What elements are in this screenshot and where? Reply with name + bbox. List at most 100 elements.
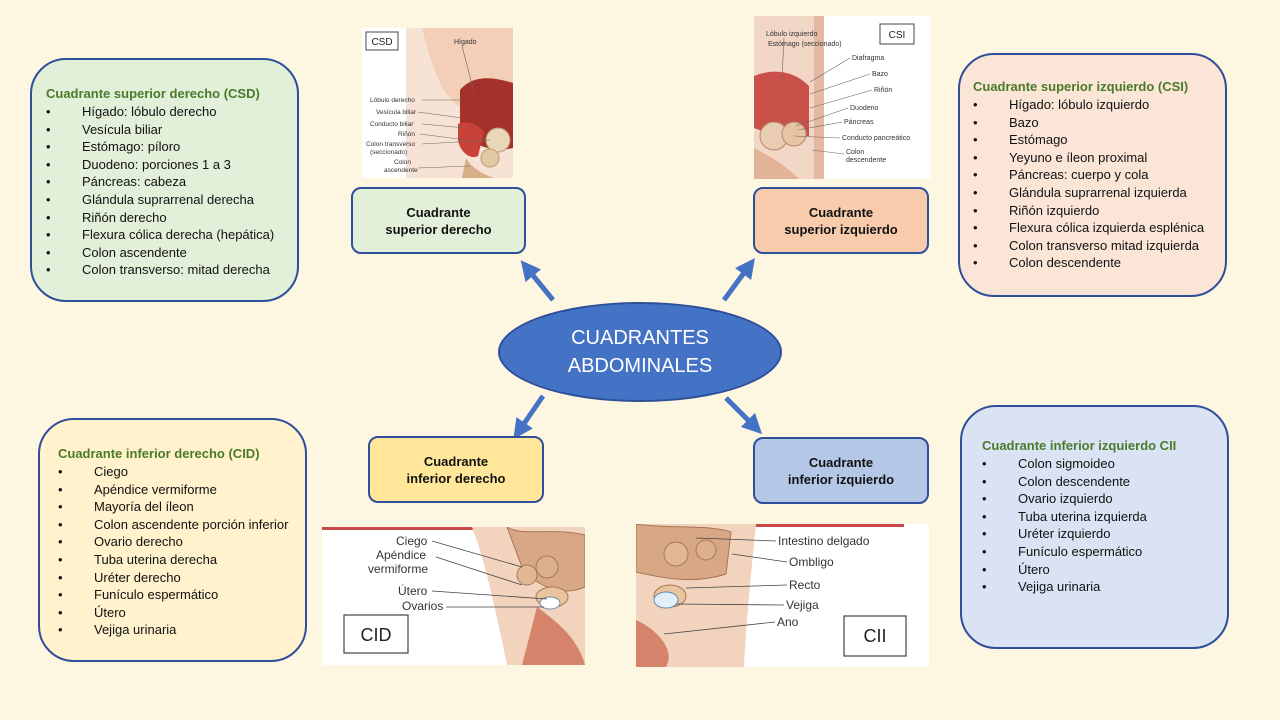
list-item: Ovario derecho — [58, 533, 305, 551]
svg-text:Ciego: Ciego — [396, 534, 428, 548]
list-item: Colon ascendente porción inferior — [58, 516, 305, 534]
list-item: Colon sigmoideo — [982, 455, 1227, 473]
list-item: Colon ascendente — [46, 244, 297, 262]
image-tag: CSD — [371, 37, 392, 48]
list-item: Páncreas: cabeza — [46, 173, 297, 191]
list-item: Colon descendente — [982, 473, 1227, 491]
svg-text:ascendente: ascendente — [384, 167, 418, 174]
svg-text:Estómago (seccionado): Estómago (seccionado) — [768, 41, 842, 48]
list-item: Glándula suprarrenal izquierda — [973, 184, 1225, 202]
list-item: Glándula suprarrenal derecha — [46, 191, 297, 209]
svg-text:Recto: Recto — [789, 578, 821, 592]
box-cid-list: Ciego Apéndice vermiforme Mayoría del íl… — [58, 463, 305, 639]
svg-text:Diafragma: Diafragma — [852, 55, 884, 62]
box-cid-title: Cuadrante inferior derecho (CID) — [58, 446, 260, 461]
anatomy-image-cii: Intestino delgado Ombligo Recto Vejiga A… — [636, 524, 929, 667]
box-csi-title: Cuadrante superior izquierdo (CSI) — [973, 79, 1189, 94]
list-item: Tuba uterina izquierda — [982, 508, 1227, 526]
list-item: Ovario izquierdo — [982, 490, 1227, 508]
list-item: Colon descendente — [973, 254, 1225, 272]
list-item: Tuba uterina derecha — [58, 551, 305, 569]
image-tag: CII — [863, 626, 886, 646]
svg-text:Conducto biliar: Conducto biliar — [370, 121, 414, 128]
list-item: Bazo — [973, 114, 1225, 132]
list-item: Apéndice vermiforme — [58, 481, 305, 499]
arrow-csd — [520, 260, 555, 302]
anatomy-image-csd: CSD Hígado Lóbulo derecho Vesícula bilia… — [362, 28, 513, 178]
list-item: Riñón derecho — [46, 209, 297, 227]
svg-text:Lóbulo izquierdo: Lóbulo izquierdo — [766, 31, 817, 38]
list-item: Riñón izquierdo — [973, 202, 1225, 220]
svg-text:Páncreas: Páncreas — [844, 119, 874, 126]
arrow-cid — [513, 394, 546, 440]
image-tag: CSI — [889, 30, 906, 41]
svg-text:Riñón: Riñón — [398, 131, 415, 138]
anatomy-image-cid: Ciego Apéndice vermiforme Útero Ovarios … — [322, 527, 585, 665]
svg-text:Útero: Útero — [398, 583, 428, 598]
list-item: Flexura cólica derecha (hepática) — [46, 226, 297, 244]
svg-text:Hígado: Hígado — [454, 39, 477, 46]
tag-box — [343, 614, 409, 654]
anatomy-image-csi: Lóbulo izquierdo Estómago (seccionado) C… — [754, 16, 931, 179]
label-cii: Cuadrante inferior izquierdo — [753, 437, 929, 504]
box-cii-title: Cuadrante inferior izquierdo CII — [982, 438, 1177, 453]
list-item: Yeyuno e íleon proximal — [973, 149, 1225, 167]
list-item: Hígado: lóbulo izquierdo — [973, 96, 1225, 114]
svg-text:Conducto pancreático: Conducto pancreático — [842, 135, 910, 142]
image-tag: CID — [361, 625, 392, 645]
tag-box — [879, 23, 915, 45]
center-title: CUADRANTES ABDOMINALES — [498, 302, 782, 402]
box-cii: Cuadrante inferior izquierdo CII Colon s… — [960, 405, 1229, 649]
label-csd: Cuadrante superior derecho — [351, 187, 526, 254]
svg-text:Riñón: Riñón — [874, 87, 892, 94]
list-item: Estómago: píloro — [46, 138, 297, 156]
list-item: Uréter izquierdo — [982, 525, 1227, 543]
list-item: Funículo espermático — [58, 586, 305, 604]
box-csd-title: Cuadrante superior derecho (CSD) — [46, 86, 260, 101]
box-csi-list: Hígado: lóbulo izquierdo Bazo Estómago Y… — [973, 96, 1225, 272]
list-item: Útero — [982, 561, 1227, 579]
svg-text:vermiforme: vermiforme — [368, 562, 428, 576]
svg-text:Duodeno: Duodeno — [850, 105, 879, 112]
list-item: Colon transverso: mitad derecha — [46, 261, 297, 279]
svg-text:Lóbulo derecho: Lóbulo derecho — [370, 97, 415, 104]
svg-text:Apéndice: Apéndice — [376, 548, 426, 562]
list-item: Flexura cólica izquierda esplénica — [973, 219, 1225, 237]
box-csi: Cuadrante superior izquierdo (CSI) Hígad… — [958, 53, 1227, 297]
svg-text:Bazo: Bazo — [872, 71, 888, 78]
svg-text:descendente: descendente — [846, 157, 886, 164]
list-item: Vesícula biliar — [46, 121, 297, 139]
list-item: Duodeno: porciones 1 a 3 — [46, 156, 297, 174]
box-csd-list: Hígado: lóbulo derecho Vesícula biliar E… — [46, 103, 297, 279]
svg-text:Vejiga: Vejiga — [786, 598, 819, 612]
svg-text:Ano: Ano — [777, 615, 799, 629]
list-item: Vejiga urinaria — [58, 621, 305, 639]
list-item: Útero — [58, 604, 305, 622]
svg-text:Ombligo: Ombligo — [789, 555, 834, 569]
tag-box — [843, 615, 907, 657]
arrow-csi — [721, 257, 755, 302]
list-item: Mayoría del íleon — [58, 498, 305, 516]
list-item: Funículo espermático — [982, 543, 1227, 561]
list-item: Estómago — [973, 131, 1225, 149]
svg-text:Colon transverso: Colon transverso — [366, 141, 416, 148]
svg-text:Vesícula biliar: Vesícula biliar — [376, 109, 417, 116]
svg-text:Colon: Colon — [846, 149, 864, 156]
arrow-cii — [724, 396, 763, 435]
svg-text:Intestino delgado: Intestino delgado — [778, 534, 870, 548]
svg-text:Ovarios: Ovarios — [402, 599, 443, 613]
svg-text:Colon: Colon — [394, 159, 411, 166]
box-cii-list: Colon sigmoideo Colon descendente Ovario… — [982, 455, 1227, 596]
box-cid: Cuadrante inferior derecho (CID) Ciego A… — [38, 418, 307, 662]
list-item: Páncreas: cuerpo y cola — [973, 166, 1225, 184]
label-cid: Cuadrante inferior derecho — [368, 436, 544, 503]
list-item: Colon transverso mitad izquierda — [973, 237, 1225, 255]
list-item: Vejiga urinaria — [982, 578, 1227, 596]
list-item: Ciego — [58, 463, 305, 481]
list-item: Hígado: lóbulo derecho — [46, 103, 297, 121]
label-csi: Cuadrante superior izquierdo — [753, 187, 929, 254]
box-csd: Cuadrante superior derecho (CSD) Hígado:… — [30, 58, 299, 302]
svg-text:(seccionado): (seccionado) — [370, 149, 407, 156]
tag-box — [365, 31, 399, 51]
